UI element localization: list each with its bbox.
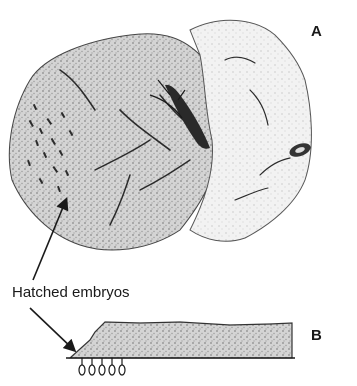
- hanging-embryos: [79, 358, 125, 375]
- specimen-a-dark-region: [9, 34, 215, 250]
- embryo-arrow-b: [30, 308, 74, 350]
- panel-b-label: B: [311, 327, 322, 344]
- hatched-embryos-label: Hatched embryos: [12, 284, 130, 301]
- panel-a-label: A: [311, 23, 322, 40]
- specimen-b-profile: [70, 322, 292, 358]
